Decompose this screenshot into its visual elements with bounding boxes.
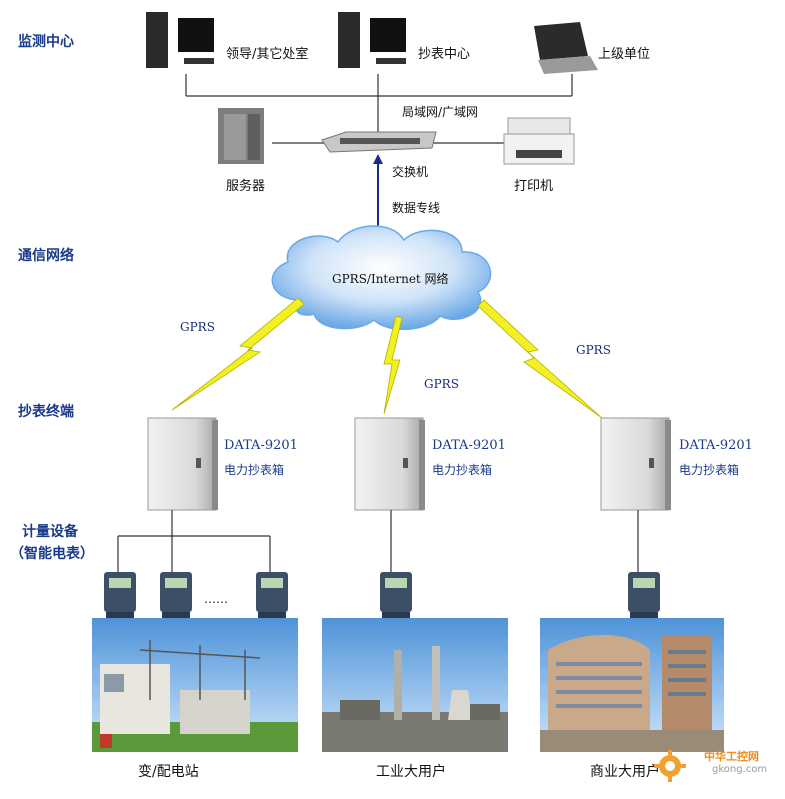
superior-unit-label: 上级单位 xyxy=(598,47,651,62)
gprs-label-right: GPRS xyxy=(576,343,611,357)
industrial-photo xyxy=(322,618,508,752)
cloud-icon xyxy=(271,225,492,331)
terminal-2-name: 电力抄表箱 xyxy=(432,463,493,477)
lightning-bolt-mid xyxy=(383,315,403,415)
meter-icon-1 xyxy=(104,572,136,626)
cabinet-icon-1 xyxy=(147,417,218,511)
meter-ellipsis: …… xyxy=(204,592,228,606)
terminal-3-name: 电力抄表箱 xyxy=(679,463,740,477)
terminal-1-model: DATA-9201 xyxy=(224,438,298,453)
lightning-bolt-left xyxy=(171,297,305,411)
switch-icon xyxy=(321,131,437,153)
switch-label: 交换机 xyxy=(392,165,429,179)
data-line-arrow xyxy=(373,154,383,236)
watermark-cn: 中华工控网 xyxy=(704,750,759,763)
terminal-2-model: DATA-9201 xyxy=(432,438,506,453)
section-metering-device-sub: （智能电表） xyxy=(10,546,94,562)
meter-icon-2 xyxy=(160,572,192,626)
section-meter-terminal: 抄表终端 xyxy=(18,404,74,420)
section-metering-device: 计量设备 xyxy=(22,524,78,540)
reading-center-label: 抄表中心 xyxy=(418,47,471,62)
lan-bus-lines xyxy=(185,74,573,144)
commercial-photo xyxy=(540,618,724,752)
gprs-label-left: GPRS xyxy=(180,320,215,334)
leader-office-label: 领导/其它处室 xyxy=(226,47,309,62)
server-icon xyxy=(218,108,264,164)
cabinet-icon-2 xyxy=(354,417,425,511)
cabinet-icon-3 xyxy=(600,417,671,511)
section-monitoring-center: 监测中心 xyxy=(18,34,74,50)
printer-label: 打印机 xyxy=(514,179,554,194)
terminal-cabinets xyxy=(147,417,671,511)
substation-label: 变/配电站 xyxy=(138,764,199,780)
section-comm-network: 通信网络 xyxy=(18,248,74,264)
desktop-computer-icon-1 xyxy=(146,12,214,68)
data-line-label: 数据专线 xyxy=(392,201,441,215)
terminal-3-model: DATA-9201 xyxy=(679,438,753,453)
commercial-label: 商业大用户 xyxy=(590,764,660,780)
meter-icon-3 xyxy=(256,572,288,626)
watermark-url: gkong.com xyxy=(712,764,768,775)
laptop-icon xyxy=(534,22,598,74)
terminal-1-name: 电力抄表箱 xyxy=(224,463,285,477)
watermark-gear-icon xyxy=(652,748,688,784)
desktop-computer-icon-2 xyxy=(338,12,406,68)
meter-icon-5 xyxy=(628,572,660,626)
meter-lines xyxy=(117,510,639,572)
industrial-label: 工业大用户 xyxy=(376,764,446,780)
smart-meter-icons xyxy=(104,572,660,626)
cloud-label: GPRS/Internet 网络 xyxy=(332,272,449,286)
gprs-label-mid: GPRS xyxy=(424,377,459,391)
lightning-bolt-icons xyxy=(171,297,603,419)
printer-icon xyxy=(503,117,575,165)
meter-icon-4 xyxy=(380,572,412,626)
lan-wan-label: 局域网/广域网 xyxy=(402,105,479,119)
server-label: 服务器 xyxy=(226,179,266,194)
substation-photo xyxy=(92,618,298,752)
lightning-bolt-right xyxy=(477,299,603,419)
